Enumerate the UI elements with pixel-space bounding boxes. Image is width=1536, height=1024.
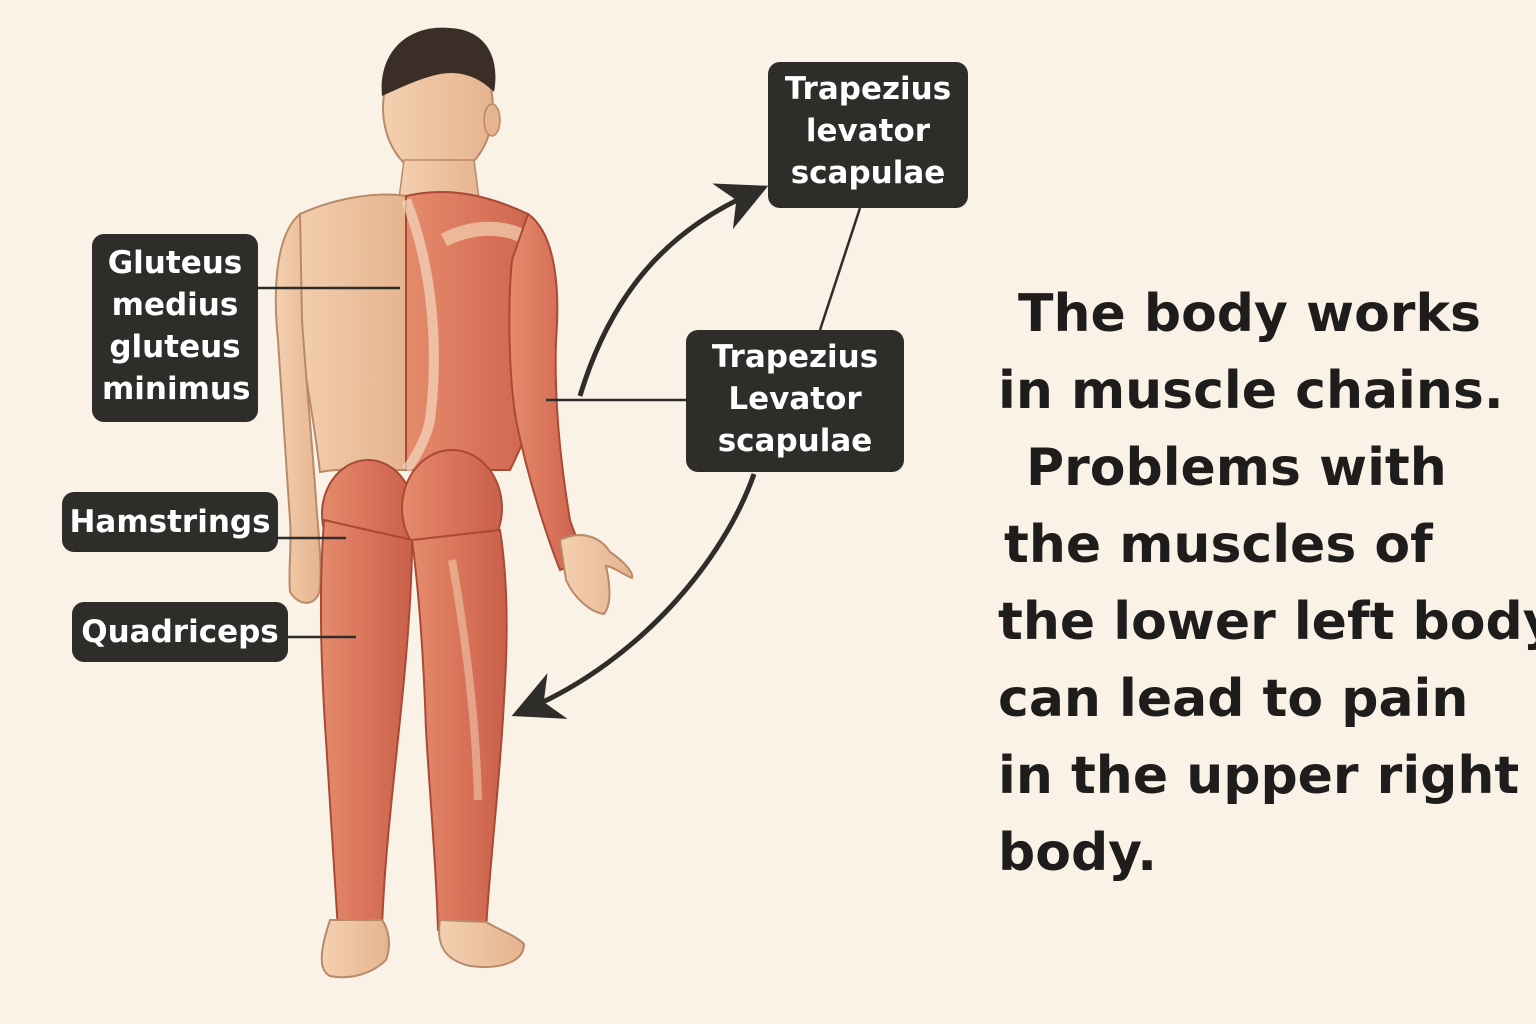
explanation-line-4: the muscles of [1004, 515, 1433, 575]
explanation-line-6: can lead to pain [998, 669, 1469, 729]
label-hamstrings: Hamstrings [62, 492, 278, 552]
hair [381, 27, 496, 96]
right-hand [558, 534, 634, 616]
right-foot [438, 918, 526, 968]
label-trapezius-top: Trapezius levator scapulae [768, 62, 968, 208]
leader-trapezius-top [818, 207, 862, 331]
label-gluteus-line-4: minimus [102, 371, 251, 407]
explanation-line-3: Problems with [1026, 438, 1447, 498]
label-hamstrings-text: Hamstrings [69, 504, 271, 540]
label-gluteus-line-3: gluteus [109, 329, 241, 365]
explanation-line-7: in the upper right [998, 746, 1520, 806]
right-arm [508, 212, 590, 572]
label-gluteus: Gluteus medius gluteus minimus [92, 234, 258, 422]
explanation-line-8: body. [998, 823, 1158, 883]
label-quadriceps: Quadriceps [72, 602, 288, 662]
label-gluteus-line-2: medius [111, 287, 239, 323]
explanation-line-2: in muscle chains. [998, 361, 1504, 421]
explanation-line-1: The body works [1018, 284, 1481, 344]
arrow-up [577, 183, 769, 397]
explanation-text: The body works in muscle chains. Problem… [998, 276, 1536, 892]
label-trapezius-mid: Trapezius Levator scapulae [686, 330, 904, 472]
label-trapezius-mid-line-1: Trapezius [711, 339, 879, 375]
label-trapezius-mid-line-3: scapulae [717, 423, 873, 459]
label-trapezius-top-line-2: levator [805, 113, 931, 149]
label-trapezius-top-line-1: Trapezius [784, 71, 952, 107]
label-trapezius-mid-line-2: Levator [728, 381, 862, 417]
explanation-line-5: the lower left body [998, 592, 1536, 652]
head [381, 27, 501, 179]
left-leg [319, 518, 414, 931]
label-trapezius-top-line-3: scapulae [790, 155, 946, 191]
label-quadriceps-text: Quadriceps [81, 614, 279, 650]
left-foot [320, 919, 390, 979]
left-arm [274, 211, 322, 604]
arrow-down [511, 473, 757, 719]
leader-lines [258, 207, 862, 639]
ear [483, 103, 501, 137]
label-gluteus-line-1: Gluteus [107, 245, 243, 281]
